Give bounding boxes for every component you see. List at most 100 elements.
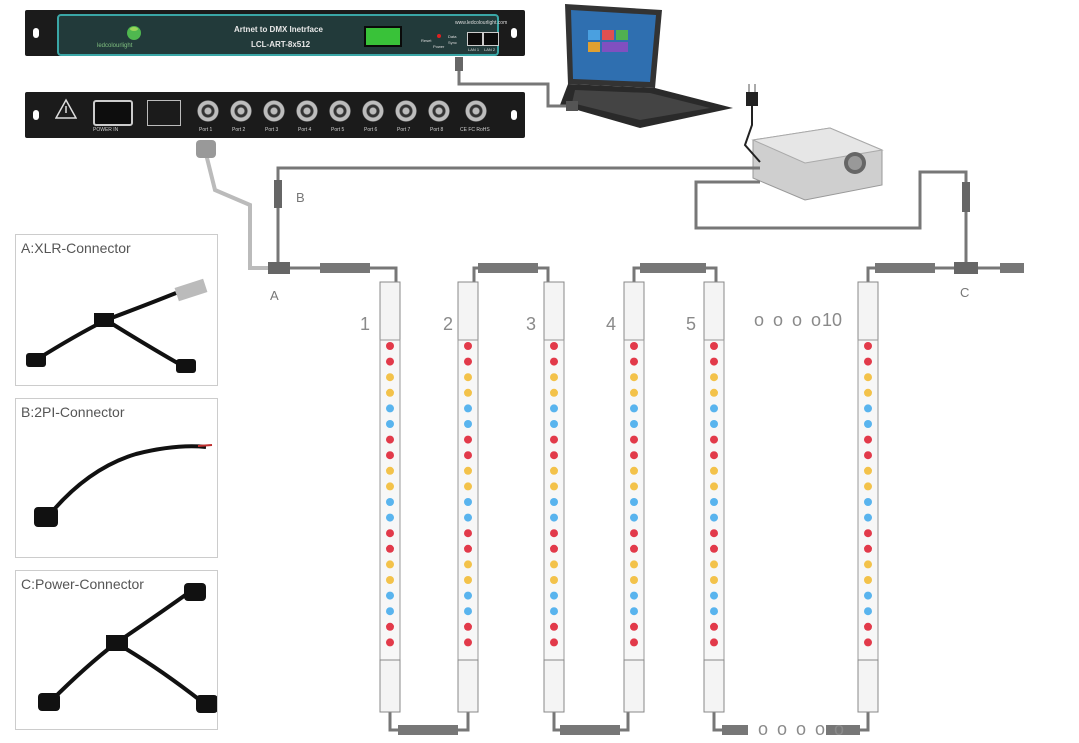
led-dot [550, 373, 558, 382]
led-dot [464, 591, 472, 600]
led-dot [864, 404, 872, 413]
xlr-port-1[interactable] [197, 100, 219, 122]
compliance-marks: CE FC RoHS [460, 127, 490, 133]
network-port-panel[interactable] [147, 100, 181, 126]
brand-name: ledcolourlight [97, 43, 133, 49]
xlr-port-6[interactable] [362, 100, 384, 122]
led-dot [864, 373, 872, 382]
strip-end-cap [857, 281, 879, 343]
power-label: Power [433, 44, 445, 49]
led-dot [550, 560, 558, 569]
led-dot [864, 638, 872, 647]
led-dot [464, 435, 472, 444]
device-url: www.ledcolourlight.com [455, 20, 508, 26]
strip-end-cap [703, 659, 725, 713]
led-dot [710, 435, 718, 444]
led-dot [710, 498, 718, 506]
led-dot [386, 388, 394, 397]
led-dot [864, 498, 872, 506]
led-dot [630, 373, 638, 382]
led-dot [464, 513, 472, 522]
power-led-icon [437, 34, 441, 38]
led-dot [386, 544, 394, 553]
lan-port-2[interactable] [483, 32, 499, 46]
lan1-label: LAN 1 [468, 47, 480, 52]
led-dot [464, 529, 472, 538]
led-dot [864, 513, 872, 522]
led-dot [550, 638, 558, 647]
led-strip [543, 281, 565, 713]
strip-end-cap [457, 659, 479, 713]
rack-mount-hole [511, 110, 517, 120]
led-dot [710, 560, 718, 569]
strip-number: 4 [606, 314, 617, 334]
device-model: LCL-ART-8x512 [251, 40, 311, 49]
xlr-port-3[interactable] [263, 100, 285, 122]
led-dot [386, 576, 394, 584]
xlr-port-7[interactable] [395, 100, 417, 122]
led-dot [550, 498, 558, 506]
led-dot [710, 591, 718, 600]
strip-number: 5 [686, 314, 697, 334]
strip-end-cap [857, 659, 879, 713]
led-dot [864, 342, 872, 350]
strip-number: 2 [443, 314, 454, 334]
led-dot [550, 576, 558, 584]
led-dot [630, 638, 638, 647]
led-dot [630, 544, 638, 553]
port-label: Port 1 [199, 127, 213, 133]
led-dot [630, 357, 638, 366]
strip-end-cap [543, 281, 565, 343]
rack-mount-hole [511, 28, 517, 38]
power-connector-icon [38, 583, 217, 713]
2pi-connector-icon [34, 444, 213, 527]
rack-mount-hole [33, 110, 39, 120]
led-dot [630, 607, 638, 616]
led-dot [464, 373, 472, 382]
power-inlet[interactable] [93, 100, 133, 126]
led-dot [464, 357, 472, 366]
led-dot [864, 451, 872, 460]
led-dot [630, 435, 638, 444]
led-dot [710, 513, 718, 522]
xlr-port-2[interactable] [230, 100, 252, 122]
led-dot [464, 451, 472, 460]
led-dot [630, 513, 638, 522]
warning-icon [55, 98, 77, 119]
led-dot [630, 622, 638, 631]
strip-number: 3 [526, 314, 537, 334]
led-dot [864, 435, 872, 444]
led-dot [864, 466, 872, 475]
led-dot [710, 576, 718, 584]
led-dot [630, 529, 638, 538]
led-dot [550, 466, 558, 475]
xlr-port-8[interactable] [428, 100, 450, 122]
power-supply-icon [751, 127, 884, 201]
led-dot [464, 607, 472, 616]
dmx-output-device: POWER IN Port 1 Port 2 Port 3 Port 4 Por… [25, 92, 525, 138]
power-plug-icon [743, 84, 761, 163]
led-dot [550, 435, 558, 444]
point-label-c: C [960, 285, 970, 300]
xlr-connector-box: A:XLR-Connector [15, 234, 218, 386]
led-dot [864, 607, 872, 616]
led-dot [464, 498, 472, 506]
led-dot [386, 404, 394, 413]
led-dot [550, 607, 558, 616]
led-dot [550, 342, 558, 350]
led-dot [386, 357, 394, 366]
strip-end-cap [543, 659, 565, 713]
xlr-port-4[interactable] [296, 100, 318, 122]
lan-port-1[interactable] [467, 32, 483, 46]
xlr-input-port[interactable] [465, 100, 487, 122]
led-strip [857, 281, 879, 713]
led-dot [550, 388, 558, 397]
strip-end-cap [457, 281, 479, 343]
sync-label: Sync [448, 40, 457, 45]
xlr-port-5[interactable] [329, 100, 351, 122]
led-dot [710, 420, 718, 428]
reset-label: Reset [421, 38, 432, 43]
device-title: Artnet to DMX Inetrface [234, 25, 323, 34]
connector-caption: C:Power-Connector [21, 576, 144, 592]
ellipsis-bottom: o o o o o [758, 719, 847, 739]
